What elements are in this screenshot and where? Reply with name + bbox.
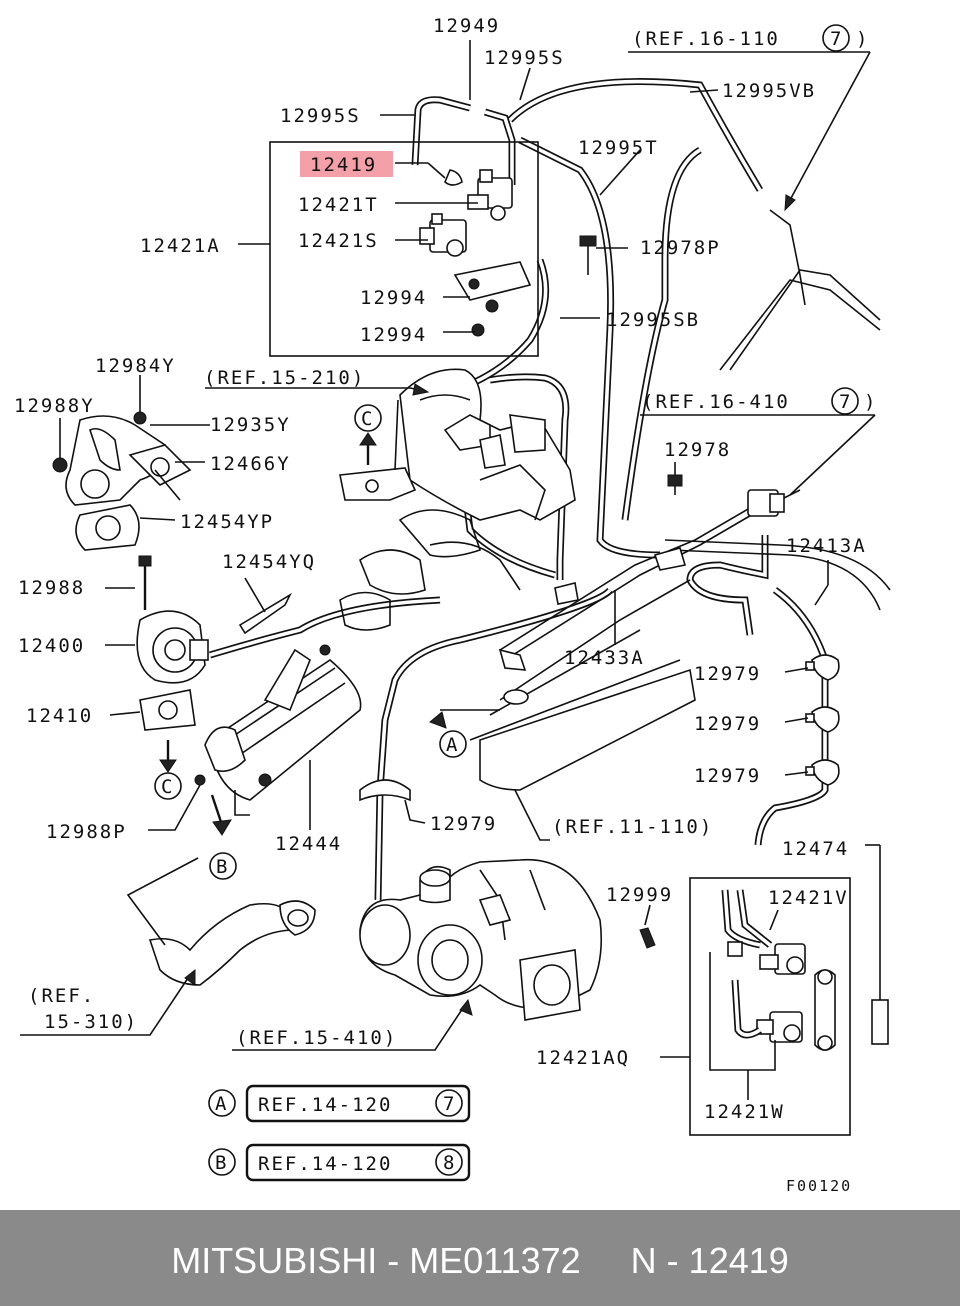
marker-c-upper: C <box>361 408 374 430</box>
label-12988: 12988 <box>18 577 85 599</box>
label-12421t: 12421T <box>298 194 379 216</box>
ref-legend-a-marker: A <box>215 1093 228 1115</box>
label-12999: 12999 <box>606 884 673 906</box>
label-12433a: 12433A <box>564 647 645 669</box>
label-12474: 12474 <box>782 838 849 860</box>
label-12421a: 12421A <box>140 235 221 257</box>
solenoid-valve-12421t <box>467 169 513 221</box>
footer-part-info: MITSUBISHI - ME011372 N - 12419 <box>171 1240 789 1281</box>
ref-15-310-a: (REF. <box>28 985 95 1007</box>
ref-11-110: (REF.11-110) <box>552 816 713 838</box>
label-12979-b: 12979 <box>694 713 761 735</box>
label-12410: 12410 <box>26 705 93 727</box>
label-12979-d: 12979 <box>430 813 497 835</box>
label-12444: 12444 <box>275 833 342 855</box>
solenoid-valve-12421s <box>419 213 467 257</box>
ref-legend-b-text: REF.14-120 <box>258 1153 392 1175</box>
ref-legend-a-text: REF.14-120 <box>258 1094 392 1116</box>
turbocharger <box>359 858 603 1021</box>
ref-legend-a-num: 7 <box>443 1093 456 1115</box>
ref-16-110: (REF.16-110 <box>632 28 780 50</box>
label-12466y: 12466Y <box>210 453 291 475</box>
circle-markers: A C B C <box>154 404 467 880</box>
label-12413a: 12413A <box>786 535 867 557</box>
footer-bar: MITSUBISHI - ME011372 N - 12419 <box>0 1210 960 1306</box>
label-12995s-left: 12995S <box>280 105 361 127</box>
label-12454yq: 12454YQ <box>222 551 316 573</box>
label-12995sb: 12995SB <box>606 309 700 331</box>
egr-flange-12466y <box>65 415 192 506</box>
ref-15-410: (REF.15-410) <box>236 1027 397 1049</box>
valve-cover <box>469 547 696 791</box>
label-12421v: 12421V <box>768 887 849 909</box>
part-12474 <box>871 999 889 1045</box>
ref-16-110-close: ) <box>856 28 869 50</box>
label-12949: 12949 <box>433 15 500 37</box>
exhaust-pipe <box>148 900 316 986</box>
label-12400: 12400 <box>18 635 85 657</box>
hoses <box>208 78 829 901</box>
ref-legend-b-num: 8 <box>443 1152 456 1174</box>
label-12995s-top: 12995S <box>484 47 565 69</box>
label-12988p: 12988P <box>46 821 127 843</box>
egr-cooler-12444 <box>194 644 362 816</box>
label-12935y: 12935Y <box>210 414 291 436</box>
label-12978p: 12978P <box>640 237 721 259</box>
label-12419: 12419 <box>310 154 377 176</box>
part-labels: 12949 12995S (REF.16-110 7 ) 12995S 1299… <box>14 15 877 1123</box>
ref-16-410: (REF.16-410 <box>642 391 790 413</box>
callout-lines <box>380 40 719 333</box>
ref-16-110-num: 7 <box>830 28 843 50</box>
label-12984y: 12984Y <box>95 355 176 377</box>
label-12979-a: 12979 <box>694 663 761 685</box>
highlight-box <box>300 151 393 177</box>
label-12454yp: 12454YP <box>180 511 274 533</box>
label-12978: 12978 <box>664 439 731 461</box>
ref-16-410-num: 7 <box>839 391 852 413</box>
bracket <box>453 261 532 301</box>
ref-16-410-close: ) <box>864 391 877 413</box>
part-12419 <box>444 169 463 186</box>
ref-15-310-b: 15-310) <box>44 1011 138 1033</box>
marker-c-lower: C <box>161 776 174 798</box>
label-12994-b: 12994 <box>360 324 427 346</box>
marker-b: B <box>216 856 229 878</box>
parts-diagram: 12949 12995S (REF.16-110 7 ) 12995S 1299… <box>14 15 891 1195</box>
solenoid-valve-12421v <box>759 943 806 975</box>
label-12988y: 12988Y <box>14 395 95 417</box>
ref-legend-b-marker: B <box>215 1152 228 1174</box>
figure-code: F00120 <box>786 1177 852 1195</box>
bolt-12988y <box>52 457 68 473</box>
egr-valve-12400 <box>136 555 209 684</box>
ref-15-210: (REF.15-210) <box>204 367 365 389</box>
label-12995t: 12995T <box>578 137 659 159</box>
12421a-assembly-box <box>269 141 539 357</box>
hose-clamps-12979 <box>805 654 840 786</box>
12421aq-assembly-box <box>689 877 851 1136</box>
intake-manifold <box>339 368 576 631</box>
label-12421w: 12421W <box>704 1101 785 1123</box>
ref-legend: A REF.14-120 7 B REF.14-120 8 <box>208 1084 471 1182</box>
label-12995vb: 12995VB <box>722 80 816 102</box>
solenoid-valve-12421v-2 <box>756 1011 803 1043</box>
label-12979-c: 12979 <box>694 765 761 787</box>
marker-a: A <box>446 734 459 756</box>
label-12421s: 12421S <box>298 230 379 252</box>
label-12994-a: 12994 <box>360 287 427 309</box>
label-12421aq: 12421AQ <box>536 1047 630 1069</box>
